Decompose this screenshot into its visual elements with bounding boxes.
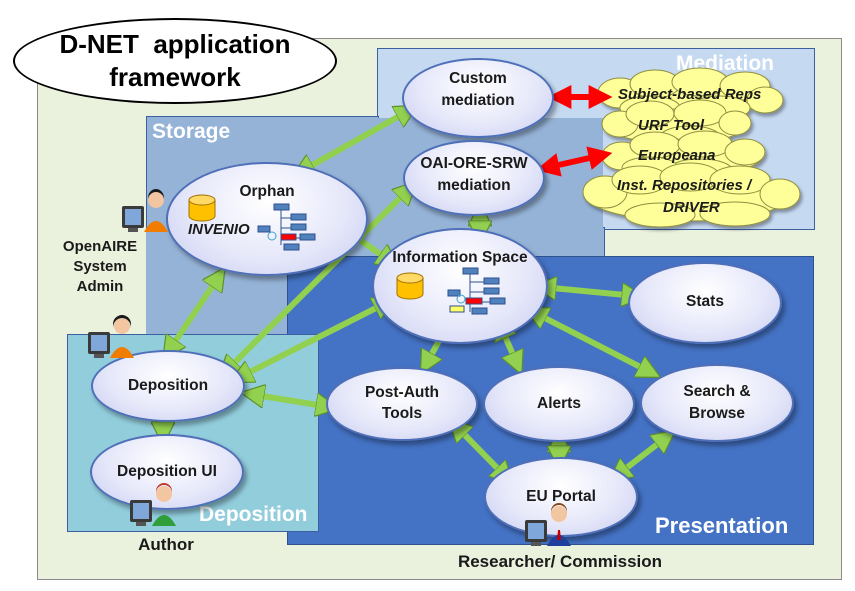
alerts-node: Alerts (483, 366, 635, 442)
cloud-urf-tool-label: URF Tool (638, 117, 705, 134)
presentation-region-title: Presentation (655, 513, 789, 538)
database-cylinder-icon (188, 194, 216, 222)
computer-user-icon (525, 503, 571, 546)
admin-label-3: Admin (76, 278, 124, 295)
title-line-1: D-NET application (59, 29, 291, 59)
oai-ore-srw-node: OAI-ORE-SRW mediation (403, 140, 545, 216)
author-label: Author (138, 535, 194, 554)
custom-mediation-node: Custom mediation (402, 58, 554, 138)
title-oval (13, 18, 337, 104)
arrow-postauth-portal (455, 425, 507, 478)
storage-region-title: Storage (152, 120, 231, 143)
tree-structure-icon (447, 267, 506, 315)
computer-user-icon (122, 189, 168, 232)
admin-label-1: OpenAIRE (62, 238, 138, 255)
researcher-label: Researcher/ Commission (457, 552, 663, 571)
title-line-2: framework (109, 62, 241, 92)
cloud-inst-repos (582, 162, 801, 228)
eu-portal-node: EU Portal (484, 457, 638, 537)
arrow-deposition-infospace (238, 302, 388, 378)
stats-node: Stats (628, 262, 782, 344)
arrow-deposition-postauth (250, 394, 330, 407)
cloud-subject-reps-label: Subject-based Reps (618, 86, 762, 103)
cloud-inst-repos-label-2: DRIVER (663, 199, 720, 216)
cloud-inst-repos-label-1: Inst. Repositories / (617, 177, 752, 194)
post-auth-tools-node: Post-Auth Tools (326, 367, 478, 441)
computer-user-icon (88, 315, 134, 358)
arrow-infospace-stats (542, 287, 636, 296)
deposition-node: Deposition (91, 350, 245, 422)
deposition-region-title: Deposition (199, 503, 308, 526)
database-cylinder-icon (396, 272, 424, 300)
arrow-search-portal (616, 436, 668, 476)
arrow-oai-sources (535, 146, 613, 177)
arrow-infospace-search (533, 312, 652, 373)
admin-label-2: System (73, 258, 127, 275)
tree-structure-icon (257, 203, 316, 251)
search-browse-node: Search & Browse (640, 364, 794, 442)
cloud-europeana-label: Europeana (638, 147, 716, 164)
arrow-orphan-deposition (168, 275, 220, 352)
arrow-orphan-custom (300, 110, 410, 172)
computer-user-icon (130, 483, 176, 526)
invenio-label: INVENIO (188, 221, 250, 238)
